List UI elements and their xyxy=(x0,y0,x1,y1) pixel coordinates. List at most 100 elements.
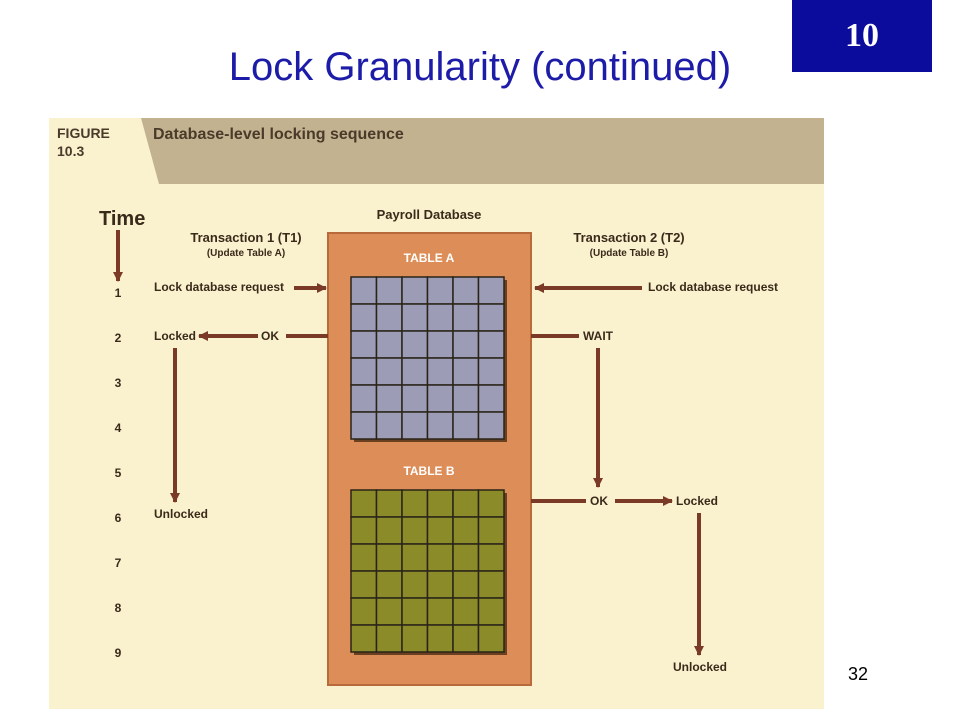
table-b-cell xyxy=(426,597,454,626)
table-a-cell xyxy=(426,330,454,359)
table-a-cell xyxy=(375,357,403,386)
t2-ok: OK xyxy=(590,494,608,508)
slide-title-text: Lock Granularity (continued) xyxy=(228,45,732,89)
table-b-cell xyxy=(401,570,429,599)
time-step-2: 2 xyxy=(115,331,122,345)
time-label: Time xyxy=(99,208,145,230)
table-a-cell xyxy=(401,330,429,359)
table-b-cell xyxy=(452,543,480,572)
table-a-cell xyxy=(401,357,429,386)
t2-title: Transaction 2 (T2) xyxy=(573,230,684,245)
table-b-cell xyxy=(401,516,429,545)
table-a-cell xyxy=(350,357,378,386)
time-step-8: 8 xyxy=(115,601,122,615)
table-a-cell xyxy=(375,276,403,305)
table-b-cell xyxy=(375,516,403,545)
table-b-label: TABLE B xyxy=(403,464,454,478)
figure-label-number: 10.3 xyxy=(57,143,84,159)
table-b-cell xyxy=(452,570,480,599)
time-step-5: 5 xyxy=(115,466,122,480)
table-a-cell xyxy=(477,303,505,332)
time-step-9: 9 xyxy=(115,646,122,660)
table-b-cell xyxy=(350,597,378,626)
table-b-cell xyxy=(477,624,505,653)
table-a-cell xyxy=(426,384,454,413)
table-b-cell xyxy=(375,570,403,599)
table-a-cell xyxy=(375,384,403,413)
table-b-cell xyxy=(350,570,378,599)
table-b-cell xyxy=(375,489,403,518)
table-b-cell xyxy=(477,489,505,518)
table-b-cell xyxy=(452,597,480,626)
time-step-1: 1 xyxy=(115,286,122,300)
time-steps: 1 2 3 4 5 6 7 8 9 xyxy=(115,286,122,660)
t1-locked: Locked xyxy=(154,329,196,343)
table-a-cell xyxy=(401,303,429,332)
table-a-cell xyxy=(452,330,480,359)
figure-label-word: FIGURE xyxy=(57,125,110,141)
table-a-cell xyxy=(426,357,454,386)
page-number: 32 xyxy=(848,664,869,684)
table-b-cell xyxy=(426,489,454,518)
figure-caption: Database-level locking sequence xyxy=(153,126,404,143)
table-b-cell xyxy=(350,543,378,572)
table-a-cell xyxy=(452,303,480,332)
figure-header-band xyxy=(49,118,824,184)
chapter-number: 10 xyxy=(845,17,879,54)
table-a-grid xyxy=(350,276,507,442)
table-a-cell xyxy=(375,303,403,332)
table-b-cell xyxy=(375,597,403,626)
table-a-label: TABLE A xyxy=(404,251,455,265)
table-a-cell xyxy=(401,411,429,440)
slide-title: Lock Granularity (continued) xyxy=(0,44,960,90)
table-b-cell xyxy=(426,516,454,545)
table-b-cell xyxy=(350,489,378,518)
time-step-7: 7 xyxy=(115,556,122,570)
table-b-cell xyxy=(452,489,480,518)
time-step-3: 3 xyxy=(115,376,122,390)
t1-title: Transaction 1 (T1) xyxy=(190,230,301,245)
table-a-cell xyxy=(426,303,454,332)
table-a-cell xyxy=(350,384,378,413)
database-title: Payroll Database xyxy=(377,207,482,222)
time-step-6: 6 xyxy=(115,511,122,525)
table-a-cell xyxy=(477,411,505,440)
table-b-cell xyxy=(426,543,454,572)
t1-request: Lock database request xyxy=(154,280,284,294)
table-a-cell xyxy=(477,384,505,413)
table-b-cell xyxy=(350,624,378,653)
table-b-cell xyxy=(452,516,480,545)
table-a-cell xyxy=(375,330,403,359)
table-b-cell xyxy=(401,597,429,626)
table-b-cell xyxy=(452,624,480,653)
table-b-cell xyxy=(477,543,505,572)
table-b-cell xyxy=(375,543,403,572)
table-b-cell xyxy=(477,570,505,599)
table-b-cell xyxy=(426,570,454,599)
figure-label-box xyxy=(49,118,141,184)
t2-locked: Locked xyxy=(676,494,718,508)
table-a-cell xyxy=(350,411,378,440)
table-a-cell xyxy=(477,330,505,359)
table-a-cell xyxy=(426,276,454,305)
table-b-cell xyxy=(401,624,429,653)
table-a-cell xyxy=(375,411,403,440)
table-a-cell xyxy=(452,384,480,413)
t2-request: Lock database request xyxy=(648,280,778,294)
table-a-cell xyxy=(452,411,480,440)
t1-unlocked: Unlocked xyxy=(154,507,208,521)
t1-subtitle: (Update Table A) xyxy=(207,248,285,259)
table-b-grid xyxy=(350,489,507,655)
table-b-cell xyxy=(401,543,429,572)
table-b-cell xyxy=(477,597,505,626)
t2-subtitle: (Update Table B) xyxy=(590,248,669,259)
table-a-cell xyxy=(452,276,480,305)
time-step-4: 4 xyxy=(115,421,122,435)
table-a-cell xyxy=(452,357,480,386)
table-b-cell xyxy=(477,516,505,545)
table-a-cell xyxy=(350,303,378,332)
t2-unlocked: Unlocked xyxy=(673,660,727,674)
table-a-cell xyxy=(401,384,429,413)
table-a-cell xyxy=(477,357,505,386)
t2-wait: WAIT xyxy=(583,329,614,343)
